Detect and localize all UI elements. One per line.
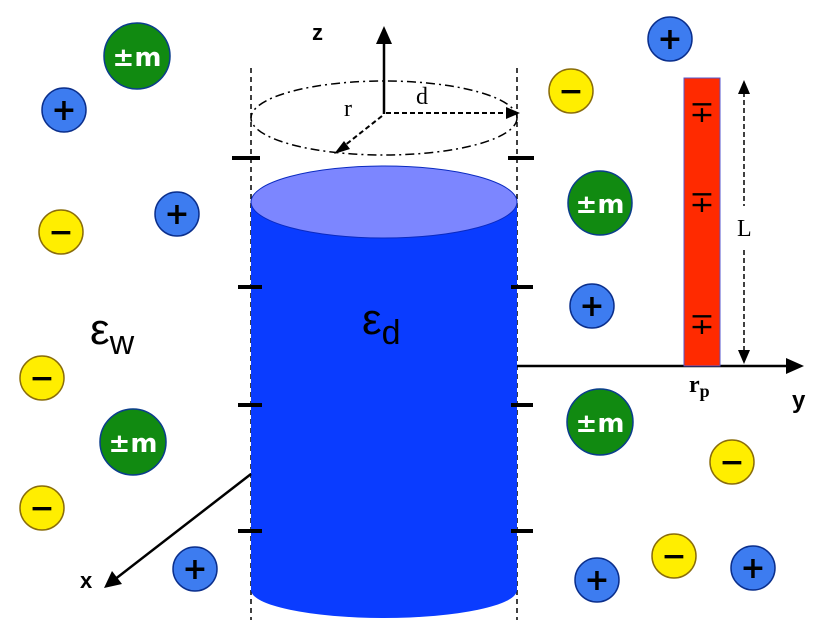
surface-charges bbox=[232, 156, 534, 533]
y-axis-label: y bbox=[792, 387, 806, 414]
positive-ion: + bbox=[154, 191, 200, 237]
positive-ion-label: + bbox=[740, 551, 765, 586]
negative-ion-label: − bbox=[558, 74, 583, 109]
negative-ion: − bbox=[709, 439, 755, 485]
rp-symbol: r bbox=[689, 372, 700, 398]
positive-ion: + bbox=[574, 557, 620, 603]
multivalent-ion-disc bbox=[99, 408, 167, 476]
negative-ion-disc bbox=[651, 533, 697, 579]
positive-ion-disc bbox=[569, 283, 615, 329]
cylinder-body bbox=[251, 202, 517, 618]
negative-ion-label: − bbox=[48, 215, 73, 250]
multivalent-ion-label: ±m bbox=[576, 409, 625, 439]
positive-ion: + bbox=[569, 283, 615, 329]
rod-charge: ∓ bbox=[689, 186, 714, 219]
positive-ion-label: + bbox=[579, 289, 604, 324]
positive-ion-label: + bbox=[584, 563, 609, 598]
epsilon-w-subscript: w bbox=[109, 324, 135, 362]
multivalent-ion: ±m bbox=[567, 170, 633, 236]
positive-ion: + bbox=[647, 16, 693, 62]
epsilon-d-symbol: ε bbox=[362, 295, 382, 344]
label-epsilon-d: εd bbox=[362, 295, 401, 352]
positive-ion-label: + bbox=[657, 22, 682, 57]
positive-ion-disc bbox=[574, 557, 620, 603]
multivalent-ion-label: ±m bbox=[576, 190, 625, 220]
d-arrowhead bbox=[506, 107, 520, 119]
rod-charge: ∓ bbox=[689, 96, 714, 129]
positive-ion: + bbox=[41, 87, 87, 133]
ions: ±m ±m ±m ±m + + + + bbox=[19, 16, 776, 603]
positive-ion-disc bbox=[172, 546, 218, 592]
multivalent-ion: ±m bbox=[566, 388, 634, 456]
negative-ion: − bbox=[651, 533, 697, 579]
label-epsilon-w: εw bbox=[90, 305, 135, 362]
x-axis-label: x bbox=[80, 568, 93, 593]
cylinder-top bbox=[250, 165, 518, 239]
positive-ion-label: + bbox=[182, 552, 207, 587]
r-arrowhead bbox=[334, 141, 350, 154]
label-r: r bbox=[344, 96, 352, 122]
negative-ion-label: − bbox=[719, 445, 744, 480]
positive-ion: + bbox=[730, 545, 776, 591]
multivalent-ion-disc bbox=[567, 170, 633, 236]
rp-subscript: p bbox=[700, 381, 710, 401]
L-arrowhead-top bbox=[738, 80, 750, 94]
positive-ion-label: + bbox=[164, 197, 189, 232]
negative-ion-disc bbox=[709, 439, 755, 485]
epsilon-d-subscript: d bbox=[382, 314, 401, 352]
x-axis bbox=[113, 473, 252, 581]
z-axis-arrowhead bbox=[376, 26, 392, 44]
x-axis-arrowhead bbox=[104, 571, 122, 588]
negative-ion-label: − bbox=[29, 361, 54, 396]
epsilon-w-symbol: ε bbox=[90, 305, 110, 354]
negative-ion: − bbox=[19, 355, 65, 401]
negative-ion-disc bbox=[19, 485, 65, 531]
negative-ion: − bbox=[38, 209, 84, 255]
charged-rod bbox=[683, 77, 721, 367]
label-rp: rp bbox=[689, 372, 710, 401]
L-arrowhead-bottom bbox=[738, 350, 750, 364]
rod-charge: ∓ bbox=[689, 308, 714, 341]
negative-ion: − bbox=[19, 485, 65, 531]
negative-ion-disc bbox=[548, 68, 594, 114]
positive-ion-label: + bbox=[51, 93, 76, 128]
positive-ion-disc bbox=[41, 87, 87, 133]
r-radius-arrow bbox=[343, 115, 383, 147]
positive-ion: + bbox=[172, 546, 218, 592]
negative-ion-disc bbox=[38, 209, 84, 255]
multivalent-ion-disc bbox=[566, 388, 634, 456]
label-L: L bbox=[737, 216, 752, 242]
negative-ion-disc bbox=[19, 355, 65, 401]
label-d: d bbox=[416, 84, 428, 110]
multivalent-ion-label: ±m bbox=[109, 429, 158, 459]
dielectric-cylinder bbox=[250, 165, 518, 618]
y-axis-arrowhead bbox=[786, 358, 804, 374]
positive-ion-disc bbox=[154, 191, 200, 237]
multivalent-ion: ±m bbox=[99, 408, 167, 476]
positive-ion-disc bbox=[730, 545, 776, 591]
negative-ion-label: − bbox=[29, 491, 54, 526]
z-axis-label: z bbox=[312, 20, 323, 45]
negative-ion-label: − bbox=[661, 539, 686, 574]
positive-ion-disc bbox=[647, 16, 693, 62]
multivalent-ion-disc bbox=[103, 22, 171, 90]
multivalent-ion: ±m bbox=[103, 22, 171, 90]
multivalent-ion-label: ±m bbox=[113, 43, 162, 73]
negative-ion: − bbox=[548, 68, 594, 114]
